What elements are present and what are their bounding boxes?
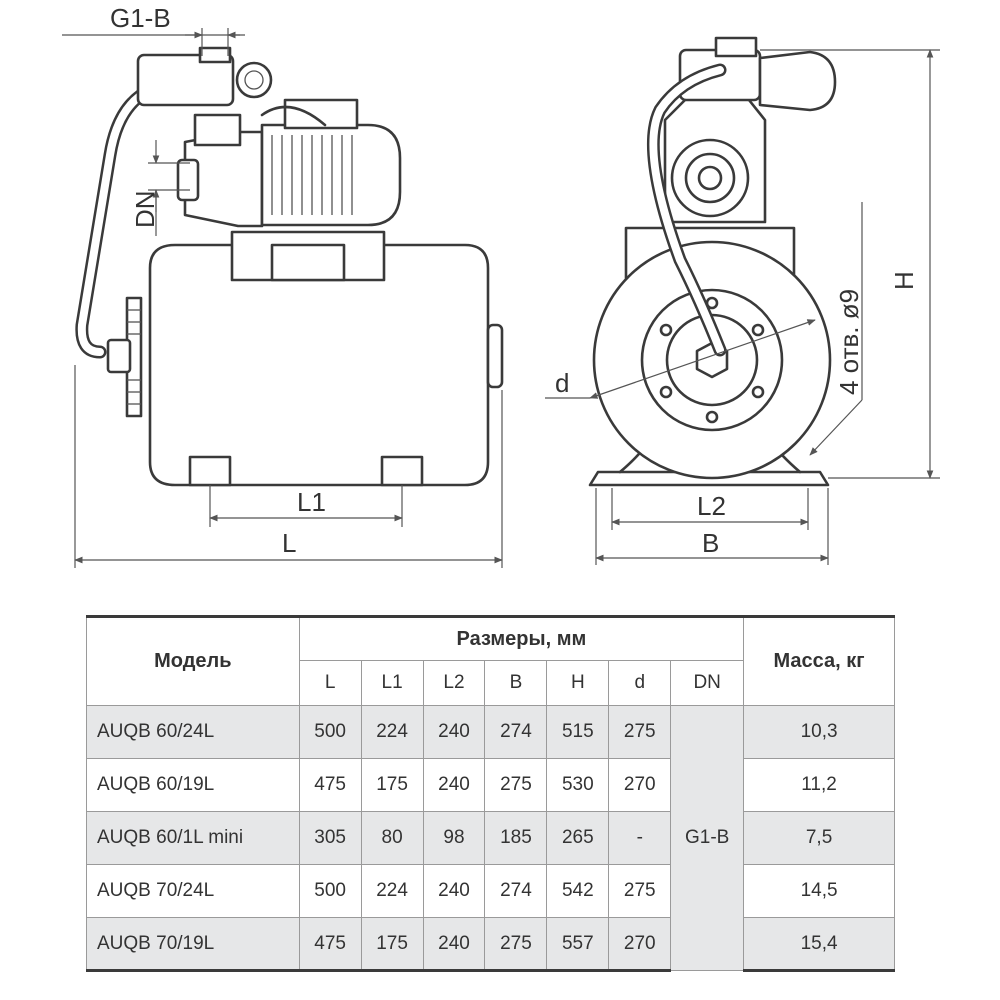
cell-h: 515 xyxy=(546,705,610,759)
cell-mass: 14,5 xyxy=(743,864,895,918)
cell-h: 557 xyxy=(546,917,610,972)
cell-b: 275 xyxy=(484,758,548,812)
technical-drawing: G1-B DN L1 L d 4 отв. ø9 H L2 B xyxy=(62,3,940,568)
cell-mass: 10,3 xyxy=(743,705,895,759)
cell-model: AUQB 70/19L xyxy=(86,917,300,972)
tank-end-cap xyxy=(486,323,504,389)
cell-h: 265 xyxy=(546,811,610,865)
cell-b: 274 xyxy=(484,705,548,759)
pressure-gauge xyxy=(235,61,273,99)
col-header-h: H xyxy=(546,660,610,706)
cell-model: AUQB 70/24L xyxy=(86,864,300,918)
cell-dn: G1-B xyxy=(670,705,745,971)
cell-l1: 80 xyxy=(360,811,424,865)
tank-foot-left xyxy=(188,455,232,487)
table-row: AUQB 70/19L 475 175 240 275 557 270 15,4 xyxy=(86,917,895,972)
cell-l1: 224 xyxy=(360,705,424,759)
cell-d: - xyxy=(608,811,672,865)
label-b: B xyxy=(702,528,719,558)
label-l1: L1 xyxy=(297,487,326,517)
label-dn: DN xyxy=(130,190,160,228)
mass-header: Масса, кг xyxy=(743,615,895,706)
cell-l: 500 xyxy=(298,864,362,918)
spec-table: Модель Размеры, мм Масса, кг L L1 L2 B H… xyxy=(86,615,895,972)
cell-d: 270 xyxy=(608,758,672,812)
cell-model: AUQB 60/19L xyxy=(86,758,300,812)
table-row: AUQB 60/1L mini 305 80 98 185 265 - 7,5 xyxy=(86,811,895,865)
col-header-l2: L2 xyxy=(422,660,486,706)
cell-l1: 175 xyxy=(360,917,424,972)
dims-header: Размеры, мм xyxy=(298,615,745,661)
table-row: AUQB 60/24L 500 224 240 274 515 275 G1-B… xyxy=(86,705,895,971)
cell-d: 270 xyxy=(608,917,672,972)
cell-l: 475 xyxy=(298,917,362,972)
label-l: L xyxy=(282,528,296,558)
label-d: d xyxy=(555,368,569,398)
tank-foot-right xyxy=(380,455,424,487)
cell-l1: 175 xyxy=(360,758,424,812)
cell-b: 274 xyxy=(484,864,548,918)
label-h: H xyxy=(889,271,919,290)
cell-mass: 11,2 xyxy=(743,758,895,812)
terminal-box xyxy=(283,98,359,130)
pressure-switch xyxy=(136,53,235,107)
cell-l2: 240 xyxy=(422,917,486,972)
front-terminal xyxy=(758,50,837,112)
cell-b: 275 xyxy=(484,917,548,972)
table-row: AUQB 70/24L 500 224 240 274 542 275 14,5 xyxy=(86,864,895,918)
front-view xyxy=(545,36,940,565)
cell-l: 500 xyxy=(298,705,362,759)
cell-l2: 240 xyxy=(422,705,486,759)
impeller-housing xyxy=(670,138,750,218)
cell-b: 185 xyxy=(484,811,548,865)
col-header-l1: L1 xyxy=(360,660,424,706)
col-header-l: L xyxy=(298,660,362,706)
col-header-b: B xyxy=(484,660,548,706)
side-view xyxy=(62,28,504,568)
cell-mass: 7,5 xyxy=(743,811,895,865)
table-row: AUQB 60/19L 475 175 240 275 530 270 11,2 xyxy=(86,758,895,812)
cell-d: 275 xyxy=(608,864,672,918)
cell-h: 530 xyxy=(546,758,610,812)
cell-l2: 98 xyxy=(422,811,486,865)
label-holes: 4 отв. ø9 xyxy=(834,289,864,395)
label-l2: L2 xyxy=(697,491,726,521)
cell-l: 305 xyxy=(298,811,362,865)
motor-body xyxy=(260,123,402,227)
col-header-dn: DN xyxy=(670,660,745,706)
cell-l2: 240 xyxy=(422,758,486,812)
cell-l2: 240 xyxy=(422,864,486,918)
cell-model: AUQB 60/24L xyxy=(86,705,300,759)
cell-l: 475 xyxy=(298,758,362,812)
model-header: Модель xyxy=(86,615,300,706)
cell-l1: 224 xyxy=(360,864,424,918)
tank-body xyxy=(148,243,490,487)
cell-h: 542 xyxy=(546,864,610,918)
label-g1b: G1-B xyxy=(110,3,171,33)
cell-d: 275 xyxy=(608,705,672,759)
cell-mass: 15,4 xyxy=(743,917,895,972)
cell-model: AUQB 60/1L mini xyxy=(86,811,300,865)
col-header-d: d xyxy=(608,660,672,706)
bracket-slot xyxy=(270,243,346,282)
